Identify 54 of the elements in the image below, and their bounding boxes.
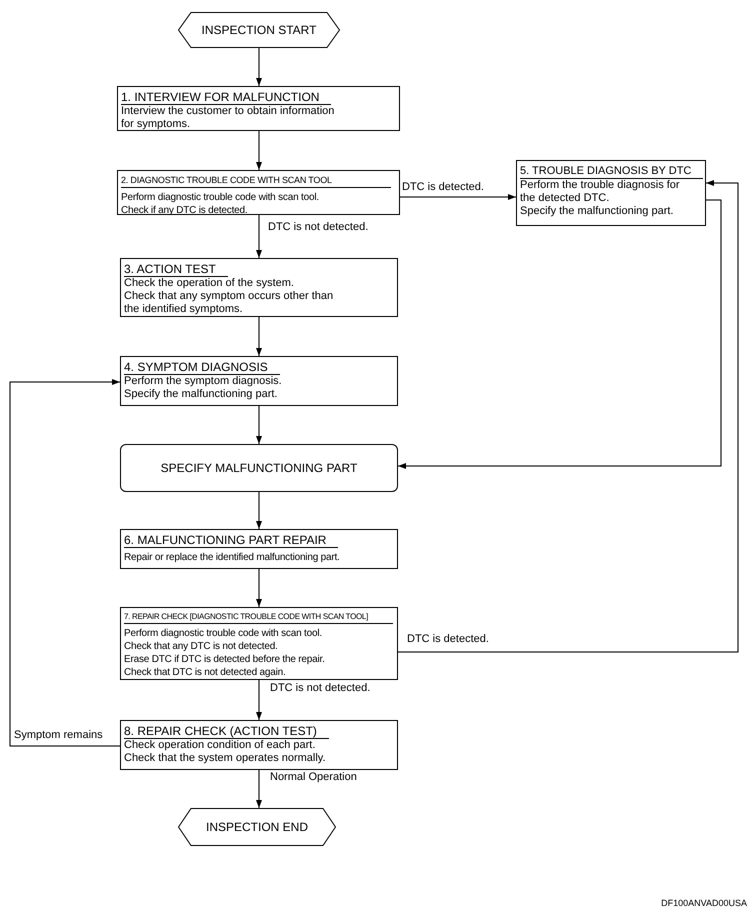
terminal-hexagon [178,808,336,846]
edge-label: Normal Operation [270,771,357,784]
step-text: Erase DTC if DTC is detected before the repair. [124,653,325,666]
step-text: Repair or replace the identified malfunctioning part. [124,551,340,564]
terminal-text: INSPECTION END [206,820,308,834]
step-text: Specify the malfunctioning part. [520,205,674,218]
process-box [120,720,398,770]
step-text: Perform diagnostic trouble code with scan tool. [121,191,319,204]
step-text: Perform diagnostic trouble code with scan tool. [124,627,322,640]
process-box [117,170,400,215]
step-text: Check that DTC is not detected again. [124,666,286,679]
result-box [120,444,398,492]
step-heading: 5. TROUBLE DIAGNOSIS BY DTC [520,164,704,179]
step-heading: 3. ACTION TEST [124,262,228,277]
flow-arrow [400,194,516,200]
flow-arrow [398,180,738,652]
process-box [120,607,398,680]
step-heading: 6. MALFUNCTIONING PART REPAIR [124,533,338,548]
step-heading: 2. DIAGNOSTIC TROUBLE CODE WITH SCAN TOOL [121,174,391,188]
flow-arrow [256,130,262,170]
step-heading: 7. REPAIR CHECK [DIAGNOSTIC TROUBLE CODE WITH SCAN TOOL] [124,611,393,624]
terminal-hexagon [178,12,340,48]
step-text: Specify the malfunctioning part. [124,388,278,401]
step-text: Interview the customer to obtain information for symptoms. [121,105,336,131]
step-text: Perform the trouble diagnosis for the detected DTC. [520,179,681,205]
figure-code: DF100ANVAD00USA [661,898,747,909]
step-heading: 8. REPAIR CHECK (ACTION TEST) [124,724,329,739]
process-box [516,160,706,226]
flow-arrow [10,379,120,746]
process-box [120,356,398,406]
flow-arrow [256,316,262,356]
step-text: Check that any symptom occurs other than the identified symptoms. [124,290,334,316]
flow-arrow [256,214,262,258]
step-heading: 4. SYMPTOM DIAGNOSIS [124,360,280,375]
step-text: Check that the system operates normally. [124,752,326,765]
terminal-text: INSPECTION START [202,23,316,37]
process-box [120,529,398,569]
step-text: Check if any DTC is detected. [121,204,248,217]
edge-label: Symptom remains [14,729,103,742]
flow-arrow [256,492,262,530]
result-text: SPECIFY MALFUNCTIONING PART [160,461,358,475]
flow-arrow [256,770,262,808]
flow-arrow [256,568,262,608]
flow-arrow [256,406,262,444]
flow-arrow [398,200,722,469]
process-box [120,258,398,317]
step-text: Perform the symptom diagnosis. [124,375,282,388]
step-text: Check operation condition of each part. [124,739,316,752]
step-heading: 1. INTERVIEW FOR MALFUNCTION [121,90,332,105]
flow-arrow [256,680,262,720]
flow-arrow [256,48,262,86]
process-box [117,86,400,131]
step-text: Check the operation of the system. [124,277,294,290]
step-text: Check that any DTC is not detected. [124,640,278,653]
